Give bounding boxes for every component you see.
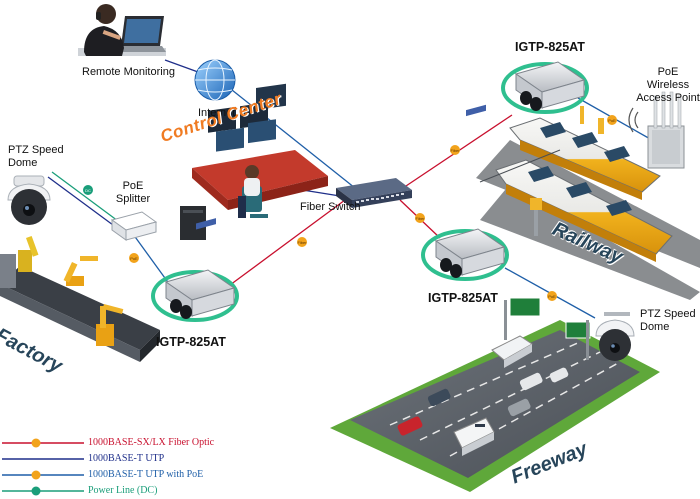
legend-item-utp: 1000BASE-T UTP <box>0 453 260 467</box>
utp-link-remote-internet <box>164 59 199 73</box>
legend-item-poe: 1000BASE-T UTP with PoE <box>0 469 260 483</box>
freeway-highway-icon <box>330 297 660 492</box>
legend-item-fiber: 1000BASE-SX/LX Fiber Optic <box>0 437 260 451</box>
fiber-switch-label: Fiber Switch <box>300 201 361 213</box>
ptz-speed-dome-left-icon <box>7 175 51 225</box>
legend-item-dc: Power Line (DC) <box>0 485 260 499</box>
svg-text:Fiber: Fiber <box>415 216 425 221</box>
fiber-switch-device <box>336 178 412 208</box>
legend-poe-symbol <box>2 470 84 480</box>
remote-monitoring-person-icon <box>78 4 166 56</box>
ptz-speed-dome-right-icon <box>595 312 635 361</box>
legend-dc-symbol <box>2 486 84 496</box>
factory-conveyor-icon <box>0 235 160 362</box>
poe-badge: PoE <box>129 253 139 263</box>
fiber-link-switch-left <box>229 199 346 286</box>
fiber-badge: Fiber <box>450 145 460 155</box>
igtp-mid-label: IGTP-825AT <box>428 291 498 305</box>
dc-badge: DC <box>83 185 93 195</box>
igtp-top-label: IGTP-825AT <box>515 40 585 54</box>
svg-text:PoE: PoE <box>130 256 138 261</box>
svg-text:Fiber: Fiber <box>297 240 307 245</box>
igtp-825at-top-device <box>501 61 589 114</box>
legend-poe-label: 1000BASE-T UTP with PoE <box>88 469 204 480</box>
svg-text:Fiber: Fiber <box>450 148 460 153</box>
legend-utp-label: 1000BASE-T UTP <box>88 453 165 464</box>
igtp-825at-left-device <box>151 218 239 322</box>
utp-link-splitter-dome <box>47 176 114 226</box>
internet-globe-icon <box>194 59 236 101</box>
poe-badge: PoE <box>547 291 557 301</box>
ptz-dome-left-label: PTZ Speed Dome <box>8 144 64 169</box>
poe-link-left-splitter <box>132 233 171 286</box>
legend-fiber-label: 1000BASE-SX/LX Fiber Optic <box>88 437 215 448</box>
remote-monitoring-label: Remote Monitoring <box>82 66 175 78</box>
poe-wireless-access-point-icon <box>628 91 685 169</box>
legend-fiber-symbol <box>2 438 84 448</box>
svg-text:PoE: PoE <box>548 294 556 299</box>
fiber-badge: Fiber <box>297 237 307 247</box>
poe-badge: PoE <box>607 115 617 125</box>
igtp-825at-mid-device <box>421 104 509 281</box>
poe-access-point-label: PoE Wireless Access Point <box>636 66 700 104</box>
poe-splitter-label: PoE Splitter <box>115 180 151 205</box>
poe-splitter-device <box>110 211 158 241</box>
svg-text:DC: DC <box>85 188 91 193</box>
fiber-badge: Fiber <box>415 213 425 223</box>
internet-label: Internet <box>198 107 236 119</box>
ptz-dome-right-label: PTZ Speed Dome <box>640 308 696 333</box>
legend-dc-label: Power Line (DC) <box>88 485 158 496</box>
igtp-left-label: IGTP-825AT <box>156 335 226 349</box>
railway-train-icon <box>476 106 700 300</box>
svg-text:PoE: PoE <box>608 118 616 123</box>
control-center-workstation-icon <box>180 83 328 240</box>
dc-link-splitter-dome <box>51 171 119 222</box>
